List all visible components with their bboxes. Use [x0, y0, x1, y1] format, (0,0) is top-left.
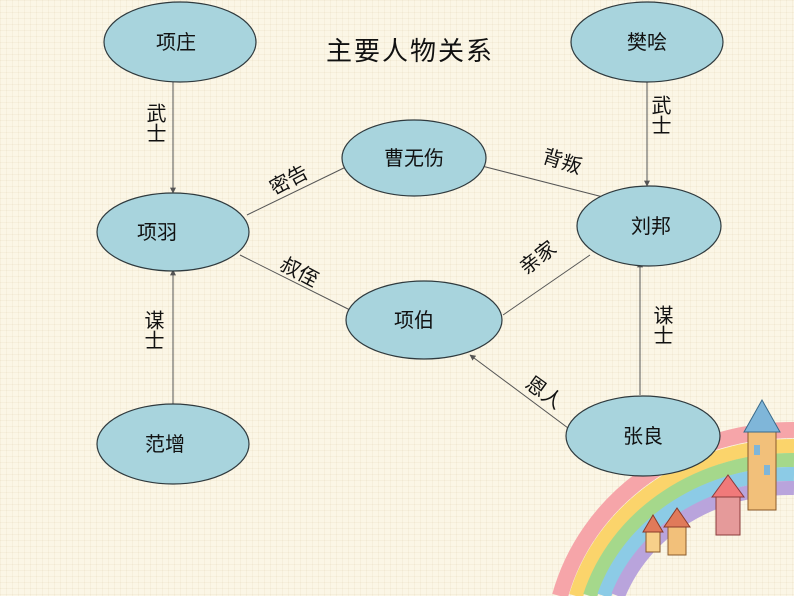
label-caowushang-xiangyu: 密告	[265, 160, 312, 200]
node-zhangliang-label: 张良	[623, 424, 663, 448]
label-xiangzhuang-xiangyu: 武士	[143, 103, 167, 143]
node-xiangbo: 项伯	[345, 280, 503, 360]
edge-xiangbo-liubang	[502, 254, 591, 316]
diagram-title: 主要人物关系	[326, 37, 494, 67]
label-xiangzhuang-xiangyu-text: 武士	[143, 103, 167, 143]
node-fankuai: 樊哙	[570, 1, 724, 83]
decorative-castle	[642, 398, 781, 556]
node-zhangliang: 张良	[565, 395, 721, 477]
label-caowushang-liubang: 背叛	[539, 144, 584, 179]
node-fanzeng-label: 范增	[145, 432, 185, 456]
edge-caowushang-liubang	[477, 164, 604, 198]
label-zhangliang-xiangbo: 恩人	[521, 371, 567, 414]
node-liubang: 刘邦	[576, 185, 722, 267]
node-xiangzhuang-label: 项庄	[156, 30, 196, 54]
node-xiangbo-label: 项伯	[394, 308, 434, 332]
edge-xiangyu-xiangbo	[239, 254, 351, 311]
node-xiangzhuang: 项庄	[103, 1, 257, 83]
label-xiangbo-liubang: 亲家	[515, 236, 561, 280]
node-liubang-label: 刘邦	[631, 214, 671, 238]
label-fanzeng-xiangyu: 谋士	[141, 310, 165, 350]
edge-zhangliang-xiangbo	[469, 354, 569, 429]
node-xiangyu-label: 项羽	[137, 220, 177, 244]
node-xiangyu: 项羽	[96, 192, 250, 272]
node-caowushang-label: 曹无伤	[384, 146, 444, 170]
label-xiangyu-xiangbo: 叔侄	[276, 252, 323, 292]
edge-caowushang-xiangyu	[246, 164, 351, 216]
node-fanzeng: 范增	[96, 403, 250, 485]
node-caowushang: 曹无伤	[341, 119, 487, 197]
label-fankuai-liubang: 武士	[648, 95, 672, 135]
label-zhangliang-liubang: 谋士	[650, 305, 674, 345]
node-fankuai-label: 樊哙	[627, 30, 667, 54]
